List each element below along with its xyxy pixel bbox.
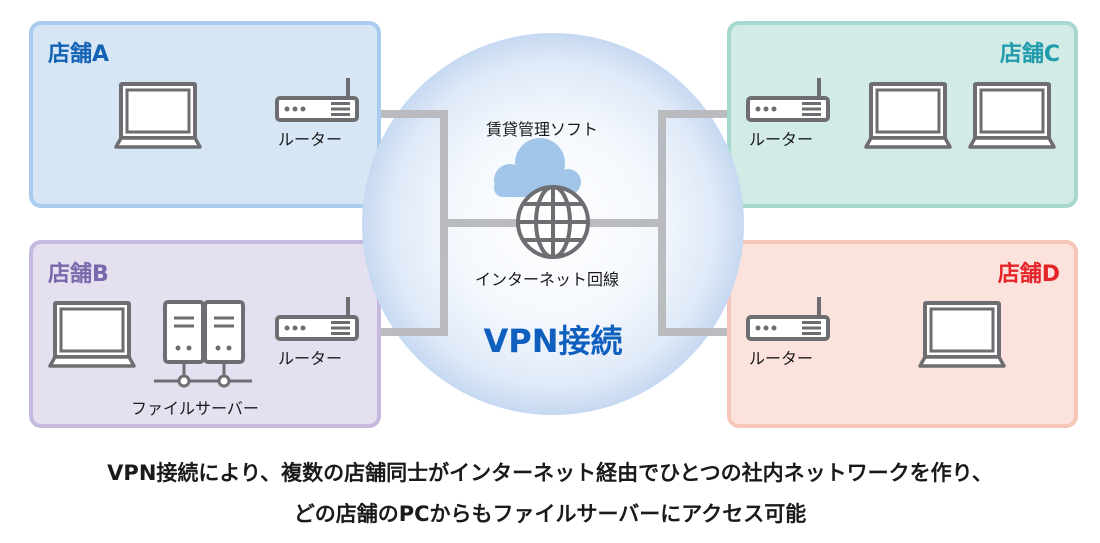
- file-server-icon: [154, 300, 252, 388]
- globe-icon: [516, 185, 590, 259]
- store-a-laptop-icon: [114, 82, 202, 149]
- caption-line-2: どの店舗のPCからもファイルサーバーにアクセス可能: [293, 502, 807, 526]
- internet-label: インターネット回線: [475, 270, 620, 289]
- vpn-label: VPN接続: [483, 322, 623, 360]
- software-label: 賃貸管理ソフト: [486, 120, 599, 139]
- store-c-title: 店舗C: [999, 42, 1060, 67]
- store-c-router-icon: [746, 76, 830, 122]
- store-b-router-label: ルーター: [278, 349, 343, 368]
- store-a-router-icon: [275, 76, 359, 122]
- store-b-server-label: ファイルサーバー: [131, 399, 259, 418]
- store-b-laptop-icon: [48, 301, 136, 368]
- store-c-router-label: ルーター: [749, 130, 814, 149]
- store-d-laptop-icon: [918, 301, 1006, 368]
- store-b-router-icon: [275, 295, 359, 341]
- store-c-laptop-icon-2: [968, 82, 1056, 149]
- store-a-title: 店舗A: [48, 42, 110, 67]
- store-d-router-label: ルーター: [749, 349, 814, 368]
- right-bracket-line: [658, 110, 727, 336]
- store-b-title: 店舗B: [48, 262, 109, 287]
- store-c-laptop-icon-1: [864, 82, 952, 149]
- store-d-title: 店舗D: [997, 262, 1060, 287]
- store-d-router-icon: [746, 295, 830, 341]
- caption-line-1: VPN接続により、複数の店舗同士がインターネット経由でひとつの社内ネットワークを…: [107, 461, 993, 485]
- cloud-icon: [494, 138, 581, 197]
- store-a-router-label: ルーター: [278, 130, 343, 149]
